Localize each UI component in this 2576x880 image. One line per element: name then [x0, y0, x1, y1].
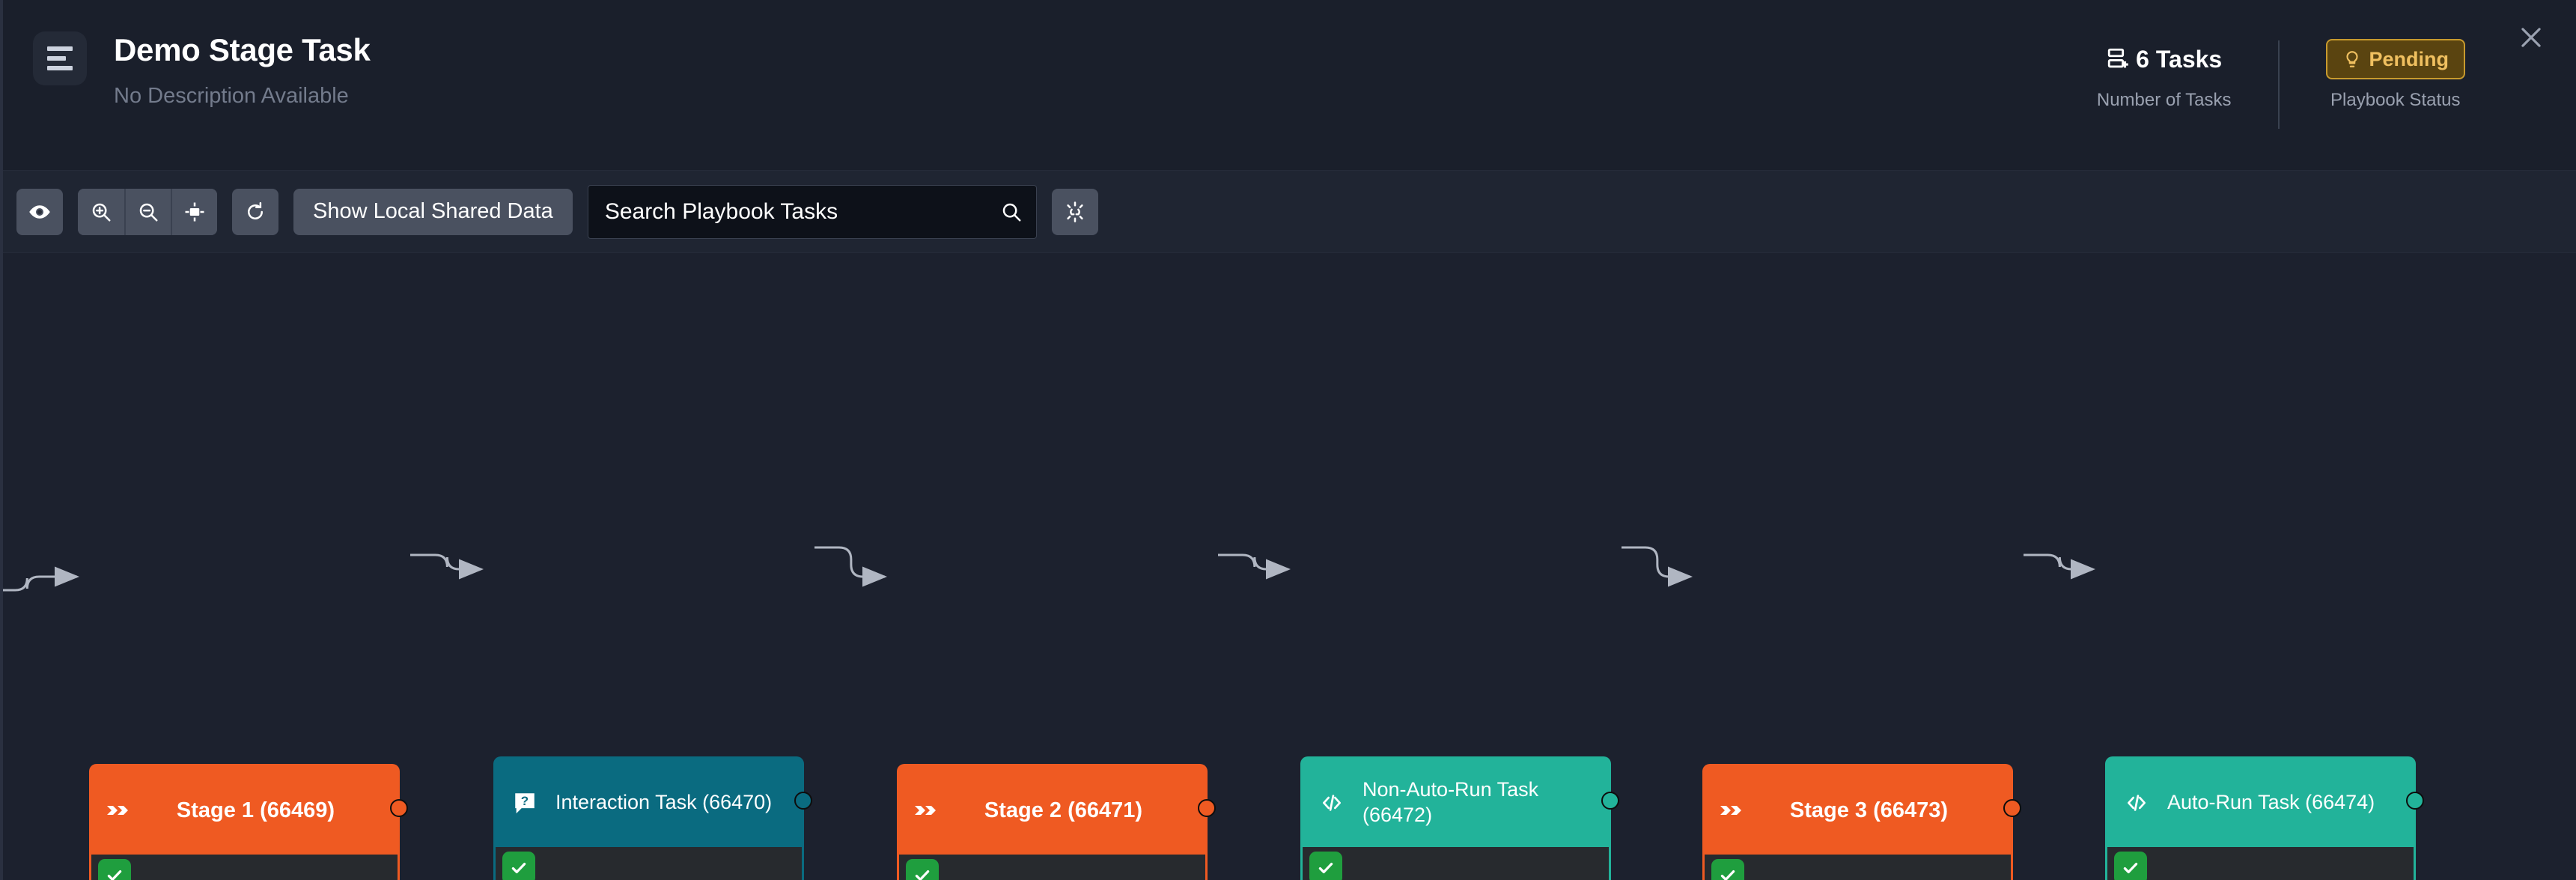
zoom-out-icon [139, 203, 158, 221]
unlink-button[interactable] [1051, 188, 1098, 235]
header-metrics: 6 Tasks Number of Tasks Pending Playbook… [2097, 39, 2465, 129]
workflow-node-66472[interactable]: Non-Auto-Run Task (66472) [1300, 756, 1619, 880]
node-header: Stage 2 (66471) [899, 766, 1205, 855]
node-status-check[interactable] [1309, 851, 1342, 880]
node-output-port[interactable] [1198, 799, 1216, 817]
eye-icon [29, 204, 50, 219]
code-brackets-icon [1315, 792, 1349, 814]
tasks-count-value: 6 Tasks [2106, 39, 2222, 79]
node-output-port[interactable] [2003, 799, 2021, 817]
node-status-check[interactable] [502, 851, 535, 880]
node-output-port[interactable] [390, 799, 408, 817]
close-icon [2521, 28, 2541, 47]
check-icon [107, 870, 122, 880]
workflow-edge [2024, 553, 2095, 580]
node-footer [496, 847, 802, 880]
node-title: Interaction Task (66470) [555, 791, 773, 814]
search-box[interactable] [587, 184, 1037, 239]
node-status-check[interactable] [2114, 851, 2147, 880]
tasks-stack-icon [2107, 48, 2128, 68]
tasks-count-text: 6 Tasks [2136, 45, 2223, 73]
metric-playbook-status: Pending Playbook Status [2280, 39, 2465, 111]
node-footer [1705, 855, 2011, 880]
node-status-check[interactable] [98, 858, 131, 880]
status-badge[interactable]: Pending [2325, 39, 2465, 79]
node-header: Stage 1 (66469) [91, 766, 398, 855]
double-chevron-icon [103, 800, 138, 821]
metric-number-of-tasks: 6 Tasks Number of Tasks [2097, 39, 2278, 111]
status-badge-text: Pending [2369, 47, 2449, 70]
show-local-shared-data-button[interactable]: Show Local Shared Data [293, 188, 573, 235]
metric-divider [2277, 40, 2280, 129]
workflow-edge [1622, 546, 1693, 587]
search-submit-button[interactable] [997, 198, 1026, 226]
close-button[interactable] [2510, 16, 2552, 58]
node-output-port[interactable] [794, 792, 812, 810]
node-header: ? Interaction Task (66470) [496, 759, 802, 847]
zoom-in-icon [92, 203, 111, 221]
tasks-count-label: Number of Tasks [2096, 90, 2232, 110]
menu-lines-icon [47, 46, 73, 70]
workflow-node-66469[interactable]: Stage 1 (66469) [89, 764, 408, 880]
search-input[interactable] [588, 185, 1036, 238]
node-output-port[interactable] [2406, 792, 2424, 810]
node-header: Auto-Run Task (66474) [2107, 759, 2414, 847]
node-title: Auto-Run Task (66474) [2167, 791, 2375, 814]
code-brackets-icon [2119, 792, 2154, 814]
check-icon [2123, 862, 2138, 873]
check-icon [915, 870, 930, 880]
check-icon [1720, 870, 1735, 880]
fit-to-screen-button[interactable] [171, 188, 217, 235]
node-footer [899, 855, 1205, 880]
node-footer [2107, 847, 2414, 880]
workflow-edge [1218, 553, 1291, 580]
menu-button[interactable] [33, 31, 87, 85]
double-chevron-icon [1717, 800, 1751, 821]
unlink-icon [1067, 201, 1083, 222]
node-header: Stage 3 (66473) [1705, 766, 2011, 855]
node-title: Stage 2 (66471) [984, 798, 1143, 822]
refresh-icon [248, 201, 263, 219]
refresh-button[interactable] [232, 188, 278, 235]
workflow-canvas[interactable]: Stage 1 (66469)? Interaction Task (66470)… [3, 253, 2576, 880]
node-status-check[interactable] [1711, 858, 1744, 880]
page-title: Demo Stage Task [114, 32, 371, 67]
visibility-toggle-button[interactable] [16, 188, 63, 235]
node-title: Stage 3 (66473) [1789, 798, 1949, 822]
fit-screen-icon [185, 202, 204, 221]
check-icon [1318, 862, 1333, 873]
node-footer [91, 855, 398, 880]
lightbulb-icon [2345, 51, 2358, 67]
workflow-edge [410, 553, 484, 580]
svg-text:?: ? [521, 794, 529, 808]
zoom-in-button[interactable] [78, 188, 124, 235]
node-title: Stage 1 (66469) [176, 798, 335, 822]
canvas-toolbar: Show Local Shared Data [3, 171, 2576, 253]
workflow-node-66471[interactable]: Stage 2 (66471) [897, 764, 1216, 880]
workflow-node-66470[interactable]: ? Interaction Task (66470) [493, 756, 812, 880]
playbook-status-label: Playbook Status [2330, 90, 2461, 110]
check-icon [511, 862, 526, 873]
magnifier-icon [1002, 203, 1021, 221]
node-status-check[interactable] [906, 858, 939, 880]
refresh-group [232, 188, 278, 235]
node-header: Non-Auto-Run Task (66472) [1303, 759, 1609, 847]
workflow-node-66473[interactable]: Stage 3 (66473) [1702, 764, 2021, 880]
page-header: Demo Stage Task No Description Available… [3, 0, 2576, 171]
zoom-out-button[interactable] [124, 188, 171, 235]
zoom-group [78, 188, 217, 235]
question-bubble-icon: ? [508, 790, 542, 816]
double-chevron-icon [911, 800, 946, 821]
workflow-edge [814, 546, 887, 587]
workflow-node-66474[interactable]: Auto-Run Task (66474) [2105, 756, 2424, 880]
page-description: No Description Available [114, 84, 349, 108]
workflow-edge [3, 566, 79, 592]
visibility-group [16, 188, 63, 235]
node-title: Non-Auto-Run Task (66472) [1362, 778, 1539, 826]
node-output-port[interactable] [1601, 792, 1619, 810]
node-footer [1303, 847, 1609, 880]
